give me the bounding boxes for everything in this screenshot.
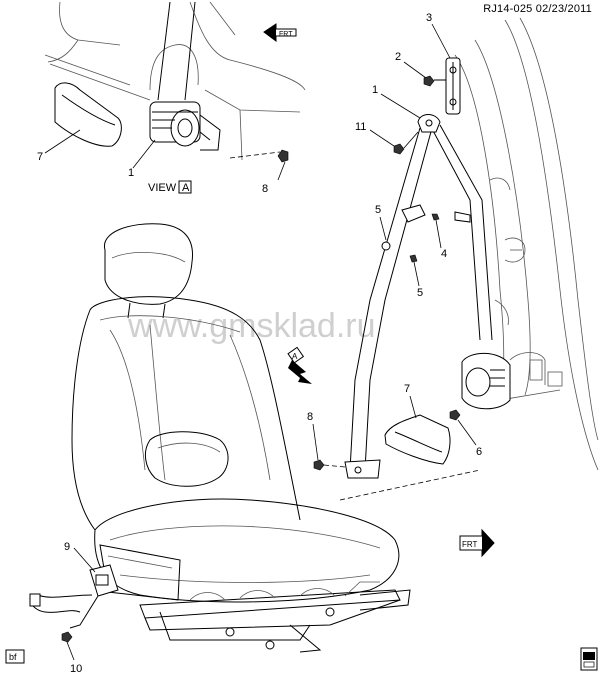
view-letter: A [182, 182, 190, 194]
callout-7-view: 7 [37, 151, 43, 163]
frt-arrow-icon [459, 528, 495, 558]
callout-5-lower: 5 [417, 287, 423, 299]
callout-11: 11 [355, 121, 366, 133]
callout-7-lower: 7 [404, 383, 410, 395]
view-letter-box [178, 180, 192, 194]
view-a-detail [44, 1, 306, 181]
callout-5-upper: 5 [375, 204, 381, 216]
b-pillar-assembly [313, 17, 599, 501]
callout-6: 6 [476, 446, 482, 458]
callout-8-lower: 8 [307, 411, 313, 423]
callout-1: 1 [372, 84, 378, 96]
badge-label: bf [9, 652, 17, 662]
view-arrow-icon [287, 346, 312, 384]
frt-arrow-icon [263, 23, 297, 42]
callout-9: 9 [64, 541, 70, 553]
diagram-reference: RJ14-025 02/23/2011 [483, 3, 592, 15]
frt-label-bottom: FRT [462, 540, 478, 549]
callout-2: 2 [395, 51, 401, 63]
badge-box [5, 649, 25, 664]
callout-10: 10 [70, 663, 82, 674]
view-arrow-letter: A [292, 352, 298, 361]
seat-assembly [29, 223, 411, 653]
callout-1-view: 1 [128, 167, 134, 179]
callout-3: 3 [426, 12, 432, 24]
frt-label-top: FRT [279, 31, 293, 38]
callout-8-view: 8 [262, 183, 268, 195]
callout-4: 4 [441, 248, 447, 260]
view-label: VIEW [148, 182, 177, 194]
book-icon [580, 647, 598, 671]
watermark: www.gmsklad.ru [127, 307, 376, 345]
